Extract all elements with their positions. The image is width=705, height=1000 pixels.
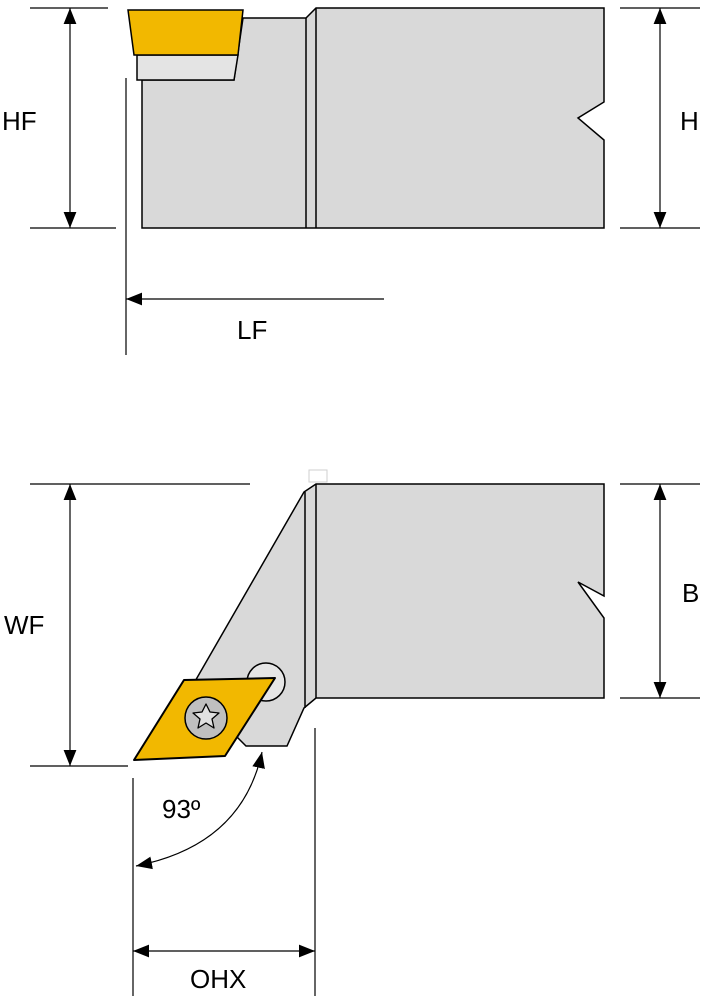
h-label: H: [680, 106, 699, 136]
angle-label: 93º: [162, 794, 201, 824]
hf-label: HF: [2, 106, 37, 136]
side-view: HF H LF: [2, 7, 700, 355]
side-view-insert: [127, 9, 244, 56]
top-view-holder-body: [189, 483, 605, 747]
lf-label: LF: [237, 315, 267, 345]
top-view: WF B 93º OHX: [4, 469, 700, 996]
torx-screw-icon: [184, 696, 228, 740]
top-view-corner-mark: [308, 469, 328, 483]
side-view-insert-shim: [136, 54, 239, 81]
angle-arc: [135, 751, 265, 870]
wf-label: WF: [4, 610, 44, 640]
b-label: B: [682, 578, 699, 608]
ohx-label: OHX: [190, 964, 246, 994]
